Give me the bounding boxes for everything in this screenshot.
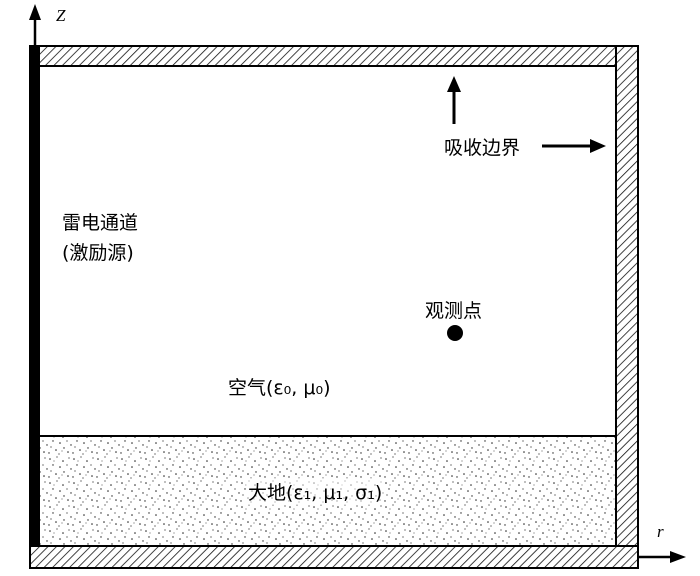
excitation-source-label: (激励源) bbox=[62, 242, 134, 264]
absorbing-boundary-top bbox=[29, 45, 639, 67]
absorbing-boundary-label: 吸收边界 bbox=[444, 137, 521, 159]
r-axis-label: r bbox=[657, 522, 664, 541]
observation-point-label: 观测点 bbox=[425, 300, 483, 322]
z-axis-arrowhead bbox=[29, 4, 41, 20]
observation-point-dot bbox=[447, 325, 463, 341]
lightning-channel-label: 雷电通道 bbox=[62, 212, 139, 234]
up-arrow-head bbox=[447, 76, 461, 92]
absorbing-boundary-right bbox=[615, 45, 639, 569]
lightning-channel-bar bbox=[30, 46, 40, 546]
air-region bbox=[29, 65, 617, 437]
ground-label: 大地(ε₁, μ₁, σ₁) bbox=[246, 478, 385, 505]
right-arrow-head bbox=[590, 139, 606, 153]
z-axis-label: Z bbox=[56, 6, 66, 25]
r-axis-arrowhead bbox=[670, 551, 686, 563]
absorbing-boundary-bottom bbox=[29, 545, 639, 569]
air-label: 空气(ε₀, μ₀) bbox=[228, 377, 331, 399]
